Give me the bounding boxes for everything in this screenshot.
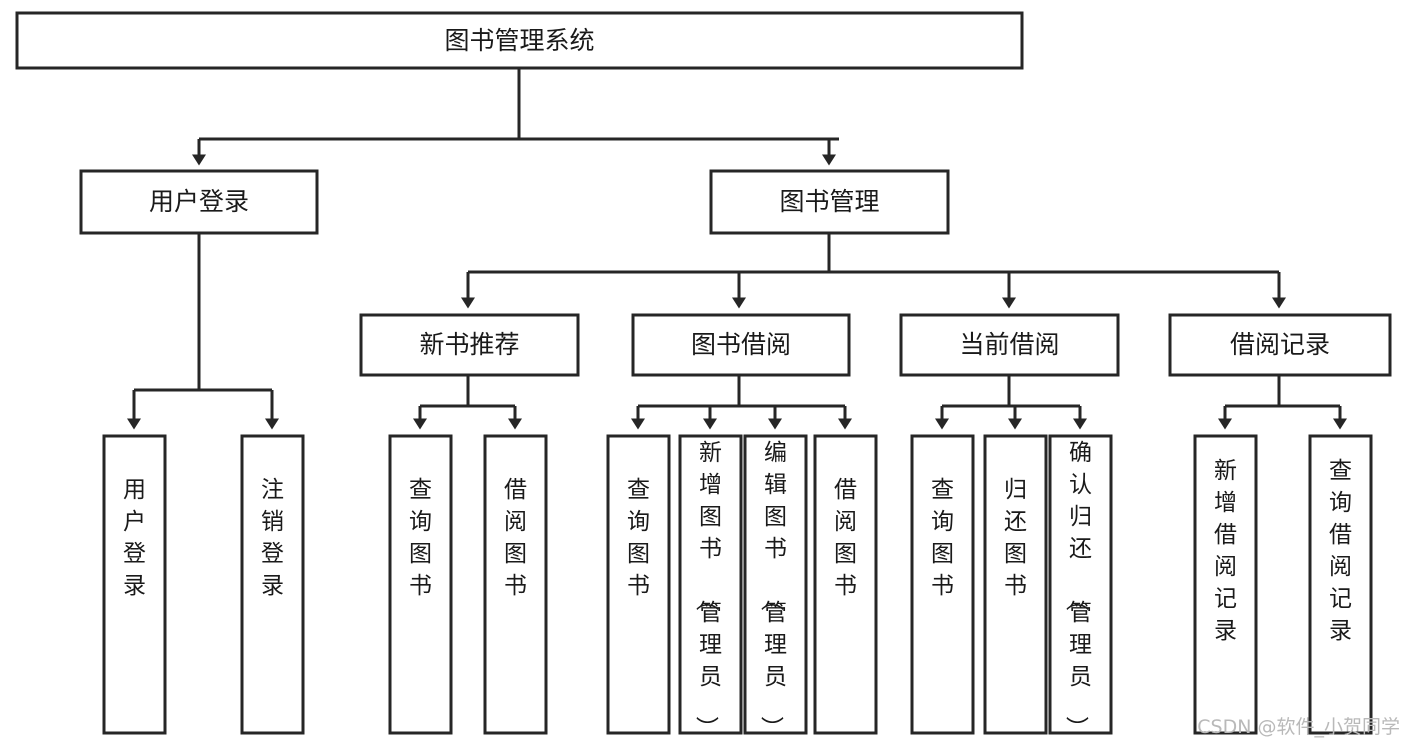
leaf-add-book-admin-box[interactable] <box>678 434 743 735</box>
leaf-logout-login-label: 注销登录 <box>261 477 284 599</box>
leaf-borrow-book-label: 借阅图书 <box>834 477 857 599</box>
leaf-user-login-label: 用户登录 <box>123 477 146 599</box>
leaf-node-edit-book-admin[interactable]: 编辑图书（管理员） <box>743 434 808 739</box>
leaf-user-login-box[interactable] <box>102 434 167 735</box>
leaf-borrow-book-box[interactable] <box>813 434 878 735</box>
leaf-query-book-rec-label: 查询图书 <box>409 477 432 599</box>
leaf-borrow-book-rec-box[interactable] <box>483 434 548 735</box>
node-borrow-record-label: 借阅记录 <box>1230 330 1330 359</box>
leaf-node-borrow-book-rec[interactable]: 借阅图书 <box>483 434 548 735</box>
node-book-borrow[interactable]: 图书借阅 <box>631 313 851 377</box>
leaf-node-user-login[interactable]: 用户登录 <box>102 434 167 735</box>
node-book-management-label: 图书管理 <box>779 187 879 216</box>
leaf-query-book-current-box[interactable] <box>910 434 975 735</box>
node-book-management-box[interactable] <box>709 169 950 235</box>
leaf-edit-book-admin-label: 编辑图书（管理员） <box>758 440 787 739</box>
node-user-login[interactable]: 用户登录 <box>79 169 319 235</box>
node-new-book-recommend-box[interactable] <box>359 313 580 377</box>
leaf-return-book-label: 归还图书 <box>1004 477 1027 599</box>
leaf-node-query-book-rec[interactable]: 查询图书 <box>388 434 453 735</box>
leaf-query-book-rec-box[interactable] <box>388 434 453 735</box>
leaf-query-book-borrow-label: 查询图书 <box>627 477 650 599</box>
leaf-add-book-admin-label: 新增图书（管理员） <box>693 440 722 739</box>
node-new-book-recommend-label: 新书推荐 <box>419 330 519 359</box>
leaf-confirm-return-admin-box[interactable] <box>1048 434 1113 735</box>
leaf-node-query-borrow-record[interactable]: 查询借阅记录 <box>1308 434 1373 735</box>
node-current-borrow-box[interactable] <box>899 313 1120 377</box>
node-root[interactable]: 图书管理系统 <box>15 11 1024 70</box>
leaf-borrow-book-rec-label: 借阅图书 <box>504 477 527 599</box>
node-current-borrow-label: 当前借阅 <box>959 330 1059 359</box>
node-borrow-record[interactable]: 借阅记录 <box>1168 313 1392 377</box>
leaf-node-add-book-admin[interactable]: 新增图书（管理员） <box>678 434 743 739</box>
node-root-box[interactable] <box>15 11 1024 70</box>
leaf-query-borrow-record-label: 查询借阅记录 <box>1329 458 1352 644</box>
leaf-node-logout-login[interactable]: 注销登录 <box>240 434 305 735</box>
leaf-node-query-book-borrow[interactable]: 查询图书 <box>606 434 671 735</box>
connectors-layer <box>127 68 1347 430</box>
leaf-return-book-box[interactable] <box>983 434 1048 735</box>
node-book-borrow-box[interactable] <box>631 313 851 377</box>
leaf-node-add-borrow-record[interactable]: 新增借阅记录 <box>1193 434 1258 735</box>
node-user-login-box[interactable] <box>79 169 319 235</box>
node-user-login-label: 用户登录 <box>149 187 249 216</box>
csdn-watermark: CSDN @软件_小贺同学 <box>1197 716 1400 738</box>
node-borrow-record-box[interactable] <box>1168 313 1392 377</box>
leaf-confirm-return-admin-label: 确认归还（管理员） <box>1063 440 1092 739</box>
node-book-borrow-label: 图书借阅 <box>691 330 791 359</box>
leaf-query-borrow-record-box[interactable] <box>1308 434 1373 735</box>
node-root-label: 图书管理系统 <box>444 26 594 55</box>
leaf-edit-book-admin-box[interactable] <box>743 434 808 735</box>
node-book-management[interactable]: 图书管理 <box>709 169 950 235</box>
leaf-add-borrow-record-box[interactable] <box>1193 434 1258 735</box>
node-new-book-recommend[interactable]: 新书推荐 <box>359 313 580 377</box>
leaf-node-query-book-current[interactable]: 查询图书 <box>910 434 975 735</box>
leaf-query-book-borrow-box[interactable] <box>606 434 671 735</box>
leaf-logout-login-box[interactable] <box>240 434 305 735</box>
node-current-borrow[interactable]: 当前借阅 <box>899 313 1120 377</box>
leaf-add-borrow-record-label: 新增借阅记录 <box>1214 458 1237 644</box>
leaf-node-return-book[interactable]: 归还图书 <box>983 434 1048 735</box>
leaf-node-borrow-book[interactable]: 借阅图书 <box>813 434 878 735</box>
leaf-node-confirm-return-admin[interactable]: 确认归还（管理员） <box>1048 434 1113 739</box>
leaf-query-book-current-label: 查询图书 <box>931 477 954 599</box>
